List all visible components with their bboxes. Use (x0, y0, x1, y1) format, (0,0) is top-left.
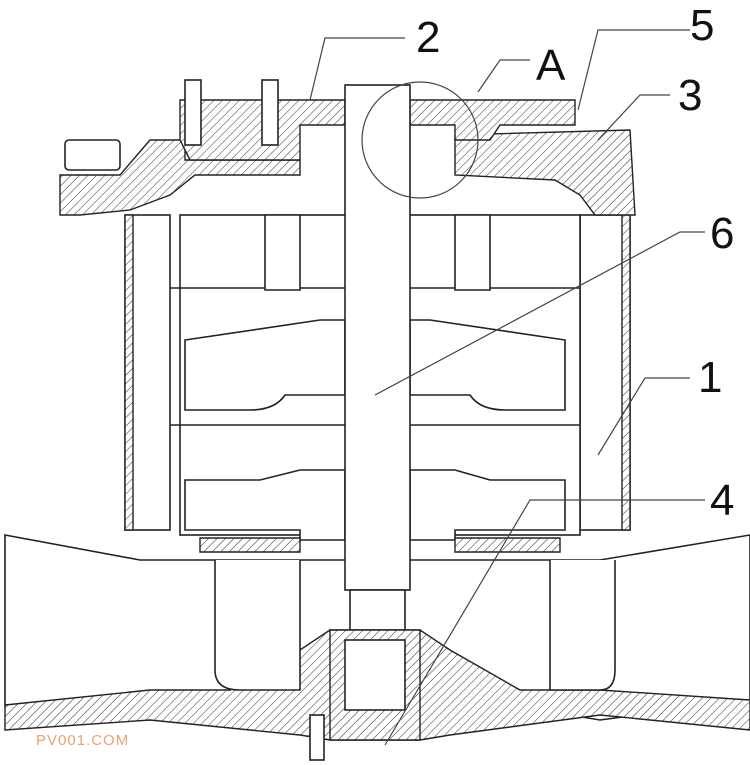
label-1: 1 (698, 353, 722, 402)
label-3: 3 (678, 71, 702, 120)
bolt (261, 79, 279, 146)
bolt (309, 714, 325, 761)
housing (59, 129, 636, 216)
label-5: 5 (690, 1, 714, 50)
stator-tubes (124, 214, 631, 531)
bolt (184, 79, 202, 146)
hex-nut (64, 139, 121, 171)
label-6: 6 (710, 209, 734, 258)
leader-lines (309, 29, 705, 746)
shaft (309, 84, 421, 761)
cover-plate (179, 79, 576, 161)
label-4: 4 (710, 476, 734, 525)
watermark: PV001.COM (36, 732, 130, 749)
label-a: A (536, 41, 566, 90)
detail-circle-a (361, 81, 479, 199)
label-2: 2 (416, 13, 440, 62)
